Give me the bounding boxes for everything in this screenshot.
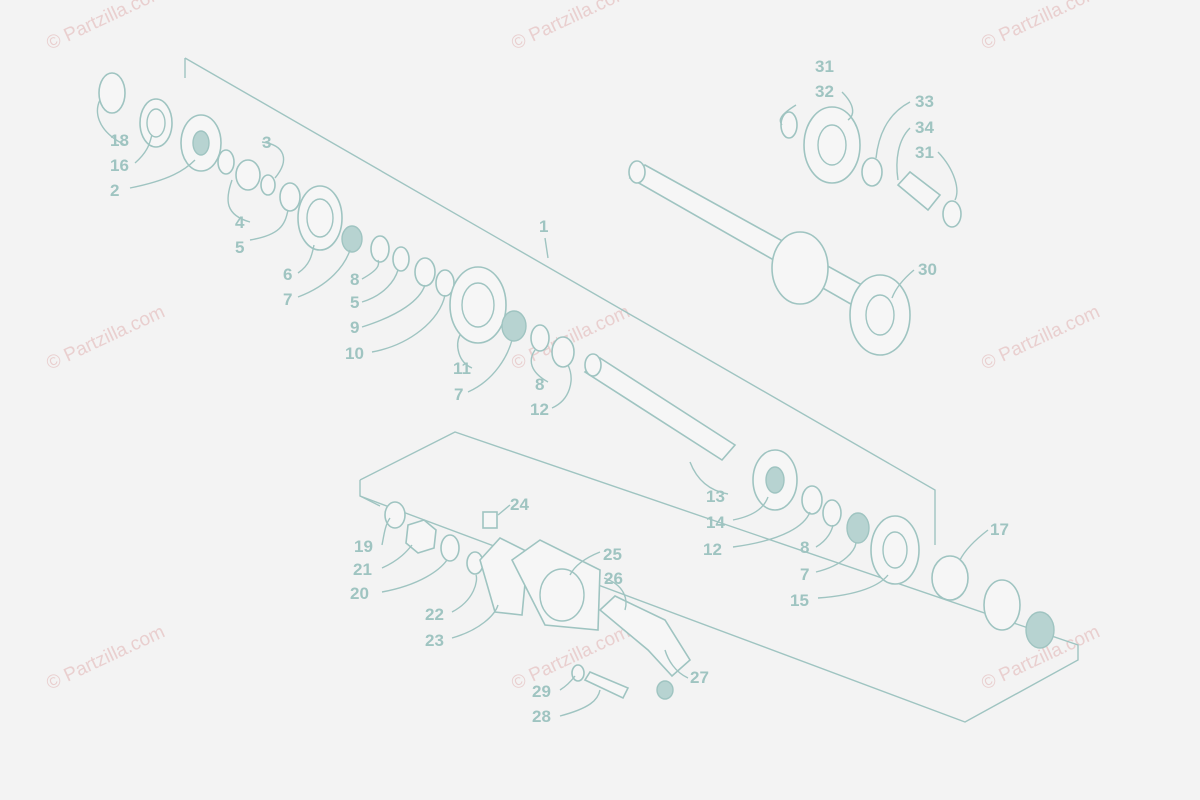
callout-24: 24: [510, 495, 529, 514]
callout-20: 20: [350, 584, 369, 603]
callout-8: 8: [800, 538, 809, 557]
callout-17: 17: [990, 520, 1009, 539]
leader-lines: [96, 91, 989, 717]
callout-31: 31: [915, 143, 934, 162]
callout-7: 7: [454, 385, 463, 404]
callout-14: 14: [706, 513, 725, 532]
callout-5: 5: [235, 238, 244, 257]
callout-29: 29: [532, 682, 551, 701]
callout-7: 7: [800, 565, 809, 584]
washer-part-5b: [279, 182, 301, 212]
dowel-pin-part-24: [482, 511, 498, 529]
watermark: © Partzilla.com: [43, 0, 168, 55]
callout-6: 6: [283, 265, 292, 284]
housing-part-25: [510, 539, 601, 631]
washer-part-8: [370, 235, 390, 263]
watermark: © Partzilla.com: [978, 301, 1103, 374]
callout-18: 18: [110, 131, 129, 150]
cap-part-27: [656, 680, 674, 700]
washer-part-5: [260, 174, 276, 196]
callout-5: 5: [350, 293, 359, 312]
callout-12: 12: [703, 540, 722, 559]
gear-part-16: [139, 98, 173, 148]
callout-33: 33: [915, 92, 934, 111]
callout-25: 25: [603, 545, 622, 564]
parts-upper-left: [98, 72, 575, 368]
gear-part-32: [803, 106, 861, 184]
snap-ring-part-19: [384, 501, 406, 529]
washer-part-5c: [392, 246, 410, 272]
callout-26: 26: [604, 569, 623, 588]
callout-10: 10: [345, 344, 364, 363]
washer-part-3: [217, 149, 235, 175]
callout-15: 15: [790, 591, 809, 610]
parts-lower-left: [384, 501, 692, 700]
watermark: © Partzilla.com: [978, 0, 1103, 55]
parts-right: [752, 449, 1055, 649]
lock-washer-part-9: [414, 257, 436, 287]
nut-part-21: [405, 519, 437, 554]
shafts: [583, 160, 911, 462]
callout-11: 11: [453, 359, 471, 378]
callout-labels: 1 2 3 4 5 5 6 7 7 7 8 8 8 9 10 11 12 12 …: [110, 57, 1009, 726]
washer-part-8b: [530, 324, 550, 352]
callout-23: 23: [425, 631, 444, 650]
bolt-part-28: [583, 670, 630, 700]
callout-8: 8: [350, 270, 359, 289]
callout-4: 4: [235, 213, 245, 232]
washer-part-8c: [822, 499, 842, 527]
callout-2: 2: [110, 181, 119, 200]
callout-34: 34: [915, 118, 934, 137]
callout-1: 1: [539, 217, 548, 236]
snap-ring-part-18: [98, 72, 126, 114]
needle-bearing-part-4: [235, 159, 261, 191]
callout-8: 8: [535, 375, 544, 394]
bearing-part-17b: [983, 579, 1021, 631]
washer-part-12: [551, 336, 575, 368]
callout-16: 16: [110, 156, 129, 175]
callout-28: 28: [532, 707, 551, 726]
callout-7: 7: [283, 290, 292, 309]
gear-part-6: [297, 185, 343, 251]
callout-31: 31: [815, 57, 834, 76]
callout-9: 9: [350, 318, 359, 337]
callout-27: 27: [690, 668, 709, 687]
callout-19: 19: [354, 537, 373, 556]
bearing-part-7: [341, 225, 363, 253]
bushing-part-33: [861, 157, 883, 187]
watermark: © Partzilla.com: [43, 301, 168, 374]
callout-22: 22: [425, 605, 444, 624]
callout-13: 13: [706, 487, 725, 506]
gear-part-15: [870, 515, 920, 585]
watermark: © Partzilla.com: [43, 621, 168, 694]
assembly-frame: [184, 57, 1079, 723]
washer-part-31: [780, 111, 798, 139]
callout-30: 30: [918, 260, 937, 279]
collar-part-34: [896, 170, 942, 212]
callout-3: 3: [262, 133, 271, 152]
washer-part-20: [440, 534, 460, 562]
bearing-part-7b: [501, 310, 527, 342]
callout-21: 21: [353, 560, 372, 579]
mainshaft-part-30: [628, 164, 882, 317]
washer-part-12b: [801, 485, 823, 515]
parts-upper-right: [780, 106, 962, 228]
gear-part-11: [449, 266, 507, 344]
countershaft-part-13: [583, 356, 737, 462]
washer-part-31b: [942, 200, 962, 228]
callout-12: 12: [530, 400, 549, 419]
washer-part-17: [931, 555, 969, 601]
watermark: © Partzilla.com: [508, 0, 633, 55]
callout-32: 32: [815, 82, 834, 101]
bearing-part-7c: [846, 512, 870, 544]
